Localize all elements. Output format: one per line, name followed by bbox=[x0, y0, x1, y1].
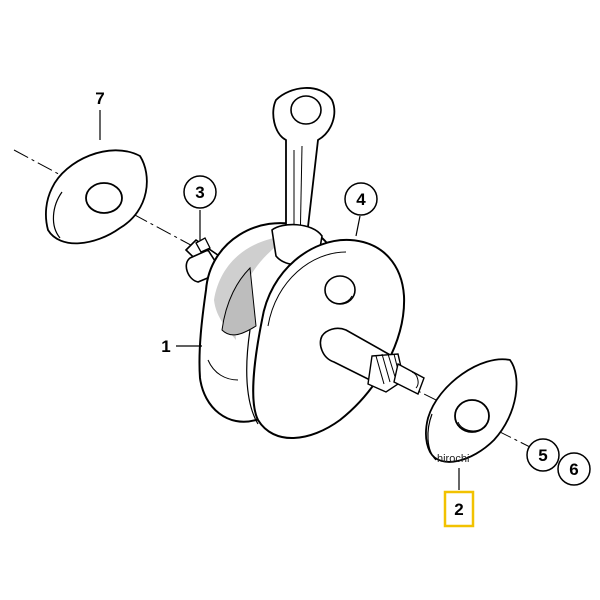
callout-6: 6 bbox=[557, 452, 591, 486]
part-1-crankshaft bbox=[184, 87, 425, 439]
callout-3-label: 3 bbox=[195, 183, 204, 202]
callout-5-label: 5 bbox=[538, 446, 547, 465]
callout-3: 3 bbox=[183, 175, 217, 209]
callout-4-label: 4 bbox=[356, 190, 366, 209]
callout-2-label: 2 bbox=[454, 500, 463, 519]
callout-5: 5 bbox=[526, 438, 560, 472]
part-7-thrust-washer bbox=[45, 149, 148, 245]
callout-1-label: 1 bbox=[161, 337, 170, 356]
callout-4: 4 bbox=[344, 182, 378, 216]
callout-7-label: 7 bbox=[95, 89, 104, 108]
watermark-text: hirochi bbox=[437, 453, 469, 465]
highlight-box bbox=[443, 490, 475, 528]
callout-2-highlighted: 2 bbox=[443, 490, 475, 528]
leader-4 bbox=[355, 215, 361, 237]
leader-lines bbox=[99, 110, 460, 490]
part-2-thrust-washer bbox=[425, 358, 518, 463]
callout-6-label: 6 bbox=[569, 460, 578, 479]
crankshaft-axis-line bbox=[13, 149, 541, 453]
